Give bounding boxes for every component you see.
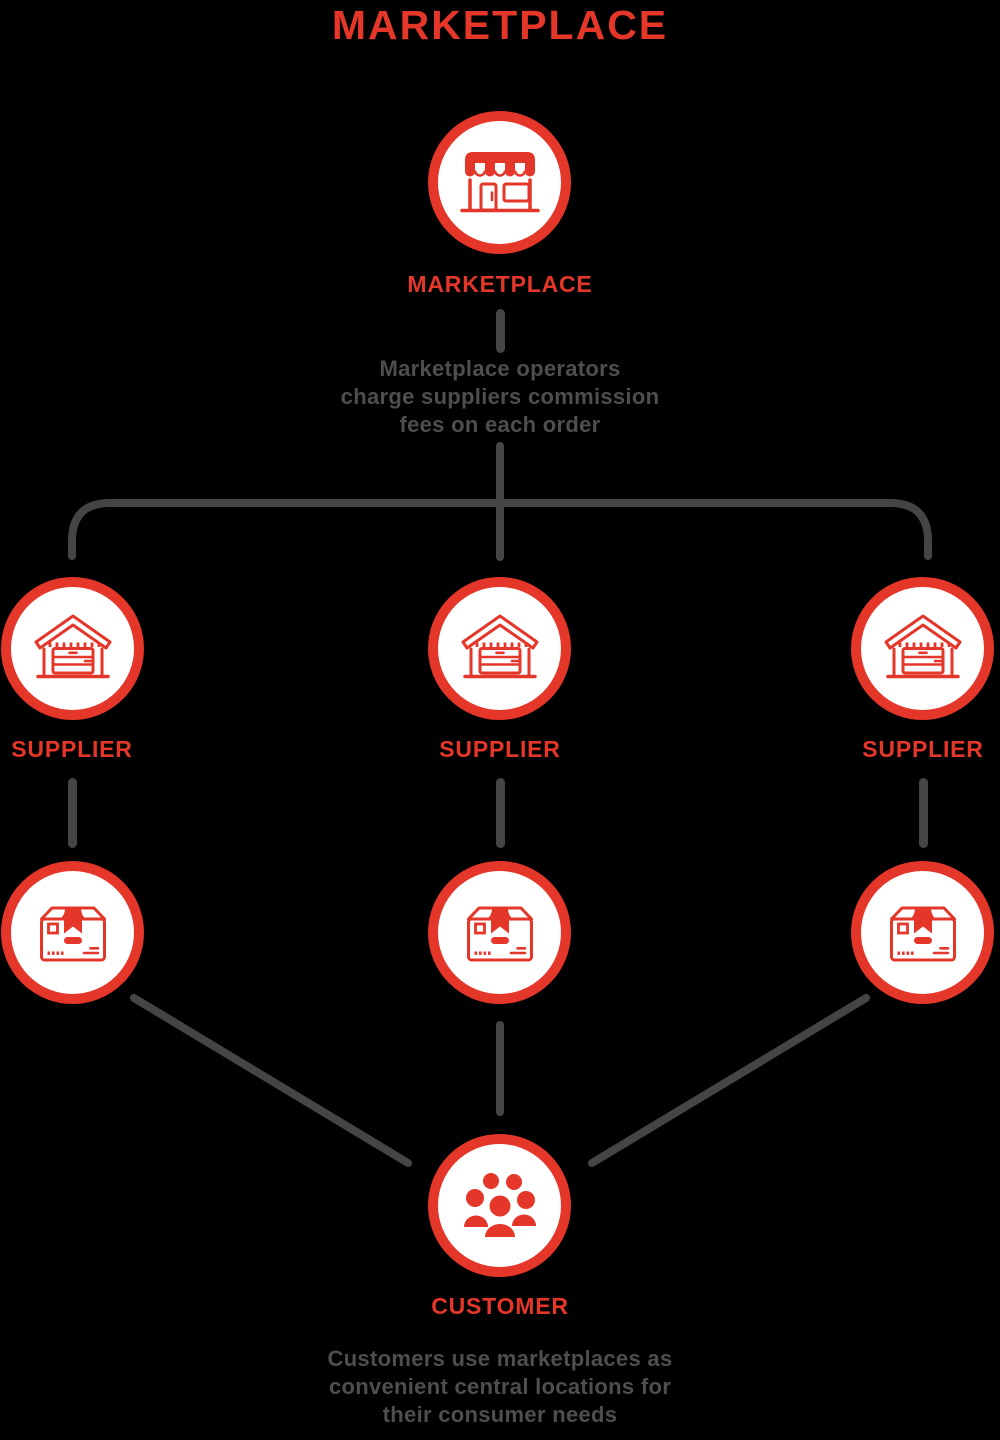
- customer-note-line: Customers use marketplaces as: [327, 1346, 673, 1371]
- marketplace-note-line: fees on each order: [399, 412, 601, 437]
- supplier-label-2: SUPPLIER: [439, 736, 561, 762]
- marketplace-note-connector: [496, 309, 505, 353]
- customers-icon: [463, 1172, 536, 1237]
- customer-note-line: convenient central locations for: [328, 1374, 672, 1399]
- page-title: MARKETPLACE: [331, 2, 669, 48]
- supplier-node-2: [428, 577, 571, 720]
- supplier-package-connector-3: [919, 778, 928, 848]
- warehouse-icon: [884, 614, 961, 678]
- storefront-icon: [459, 151, 540, 212]
- package-icon: [39, 906, 106, 961]
- supplier-node-3: [851, 577, 994, 720]
- marketplace-node: [428, 111, 571, 254]
- marketplace-label: MARKETPLACE: [407, 271, 593, 297]
- marketplace-note-line: Marketplace operators: [379, 356, 621, 381]
- package-customer-connector: [130, 994, 870, 1167]
- package-node-1: [1, 861, 144, 1004]
- customer-label: CUSTOMER: [431, 1293, 569, 1319]
- package-node-2: [428, 861, 571, 1004]
- warehouse-icon: [461, 614, 538, 678]
- package-icon: [466, 906, 533, 961]
- supplier-label-3: SUPPLIER: [862, 736, 984, 762]
- customer-node: [428, 1134, 571, 1277]
- marketplace-note: Marketplace operators charge suppliers c…: [0, 355, 1000, 439]
- supplier-package-connector-1: [68, 778, 77, 848]
- package-icon: [889, 906, 956, 961]
- customer-note: Customers use marketplaces as convenient…: [0, 1345, 1000, 1429]
- package-node-3: [851, 861, 994, 1004]
- supplier-package-connector-2: [496, 778, 505, 848]
- customer-note-line: their consumer needs: [382, 1402, 618, 1427]
- warehouse-icon: [34, 614, 111, 678]
- supplier-label-1: SUPPLIER: [11, 736, 133, 762]
- supplier-node-1: [1, 577, 144, 720]
- branch-connector: [68, 442, 932, 561]
- marketplace-note-line: charge suppliers commission: [340, 384, 660, 409]
